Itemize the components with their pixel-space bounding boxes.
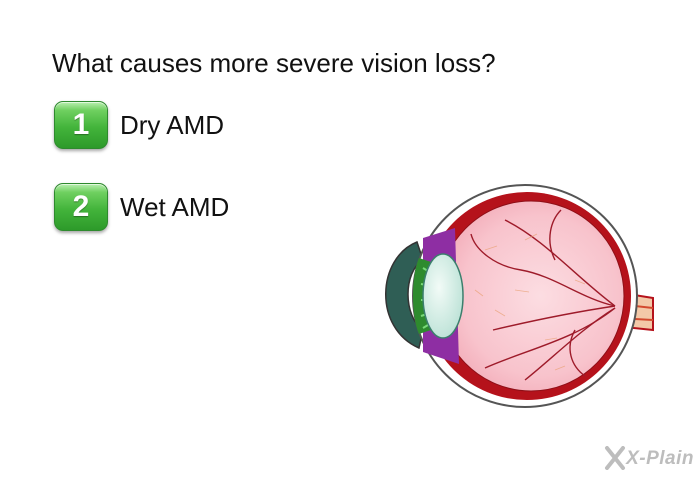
- xplain-logo: X-Plain: [604, 446, 694, 470]
- option-label-1: Dry AMD: [120, 109, 224, 140]
- answer-option-1[interactable]: 1 Dry AMD: [54, 100, 224, 150]
- question-title: What causes more severe vision loss?: [52, 48, 496, 78]
- answer-option-2[interactable]: 2 Wet AMD: [54, 182, 229, 232]
- xplain-logo-icon: [605, 446, 626, 470]
- option-label-2: Wet AMD: [120, 191, 230, 222]
- option-number-badge-1[interactable]: 1: [54, 101, 108, 149]
- eye-cross-section-icon: [385, 184, 654, 408]
- option-number-badge-2[interactable]: 2: [54, 183, 108, 231]
- xplain-logo-text: X-Plain: [626, 448, 694, 469]
